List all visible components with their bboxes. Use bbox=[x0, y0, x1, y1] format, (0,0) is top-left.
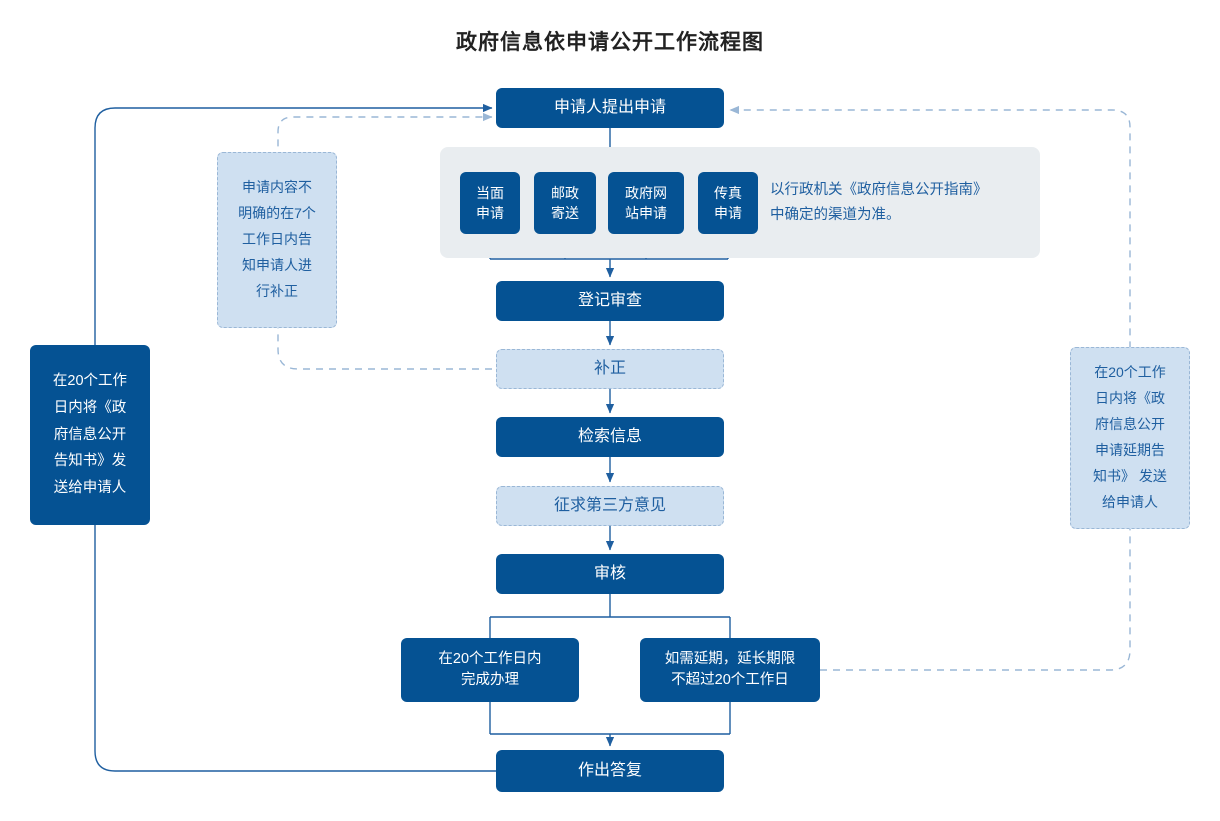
node-amend[interactable]: 补正 bbox=[496, 349, 724, 389]
node-review[interactable]: 审核 bbox=[496, 554, 724, 594]
node-channel-in-person[interactable]: 当面 申请 bbox=[460, 172, 520, 234]
page-title: 政府信息依申请公开工作流程图 bbox=[456, 31, 764, 54]
node-apply[interactable]: 申请人提出申请 bbox=[496, 88, 724, 128]
node-make-reply[interactable]: 作出答复 bbox=[496, 750, 724, 792]
node-channel-postal[interactable]: 邮政 寄送 bbox=[534, 172, 596, 234]
annotation-right-extension-note[interactable]: 在20个工作 日内将《政 府信息公开 申请延期告 知书》 发送 给申请人 bbox=[1070, 347, 1190, 529]
node-third-party-opinion[interactable]: 征求第三方意见 bbox=[496, 486, 724, 526]
node-finish-within-20-days[interactable]: 在20个工作日内 完成办理 bbox=[401, 638, 579, 702]
node-channel-website[interactable]: 政府网 站申请 bbox=[608, 172, 684, 234]
node-channel-fax[interactable]: 传真 申请 bbox=[698, 172, 758, 234]
channel-note-text: 以行政机关《政府信息公开指南》 中确定的渠道为准。 bbox=[770, 182, 988, 223]
node-registration-review[interactable]: 登记审查 bbox=[496, 281, 724, 321]
annotation-left-amend-note[interactable]: 申请内容不 明确的在7个 工作日内告 知申请人进 行补正 bbox=[217, 152, 337, 328]
node-search-information[interactable]: 检索信息 bbox=[496, 417, 724, 457]
annotation-left-notice-box[interactable]: 在20个工作 日内将《政 府信息公开 告知书》发 送给申请人 bbox=[30, 345, 150, 525]
node-extension[interactable]: 如需延期，延长期限 不超过20个工作日 bbox=[640, 638, 820, 702]
